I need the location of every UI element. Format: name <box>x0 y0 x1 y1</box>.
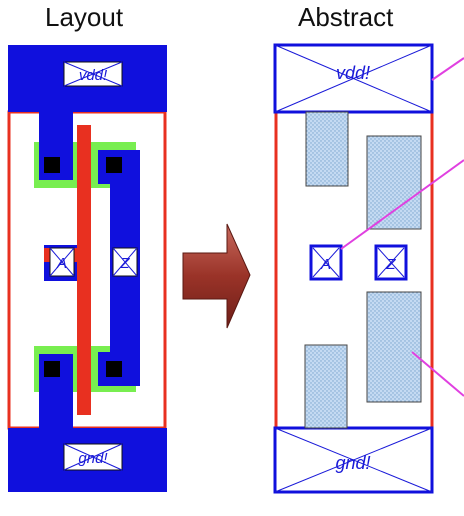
pin-a-abstract: A <box>309 244 343 281</box>
blockage-top-right <box>366 135 422 230</box>
layout-title: Layout <box>45 2 124 32</box>
vdd-pin-layout: vdd! <box>63 61 123 87</box>
blockage-bottom-left <box>304 344 348 429</box>
vdd-pin-abstract: vdd! <box>273 43 434 114</box>
abstract-cell: vdd! gnd! A Z <box>273 43 464 494</box>
blockage-bottom-right <box>366 291 422 403</box>
abstract-gnd-label: gnd! <box>335 453 370 473</box>
blockage-top-left <box>305 111 349 187</box>
layout-cell: A Z vdd! gnd! <box>7 45 167 492</box>
vdd-label: vdd! <box>79 67 108 84</box>
poly-gate <box>77 125 91 415</box>
contact-gnd <box>44 361 60 377</box>
pin-a-layout: A <box>49 247 75 277</box>
contact-vdd <box>44 157 60 173</box>
pointer-line-blockage <box>411 351 464 397</box>
right-arrow-icon <box>182 223 251 329</box>
pointer-line-vdd <box>431 57 464 81</box>
gnd-pin-abstract: gnd! <box>273 426 434 494</box>
pin-z-label: Z <box>119 255 130 272</box>
pin-z-abstract: Z <box>374 244 408 281</box>
abstract-pin-a-label: A <box>320 256 331 273</box>
abstract-title: Abstract <box>298 2 394 32</box>
contact-out-top <box>106 157 122 173</box>
contact-out-bottom <box>106 361 122 377</box>
gnd-pin-layout: gnd! <box>63 443 123 471</box>
pin-a-label: A <box>56 255 67 272</box>
gnd-label: gnd! <box>78 450 108 467</box>
pointer-line-pin <box>340 159 464 250</box>
pin-z-layout: Z <box>112 247 138 277</box>
abstract-pin-z-label: Z <box>385 256 396 273</box>
abstract-vdd-label: vdd! <box>336 63 370 83</box>
